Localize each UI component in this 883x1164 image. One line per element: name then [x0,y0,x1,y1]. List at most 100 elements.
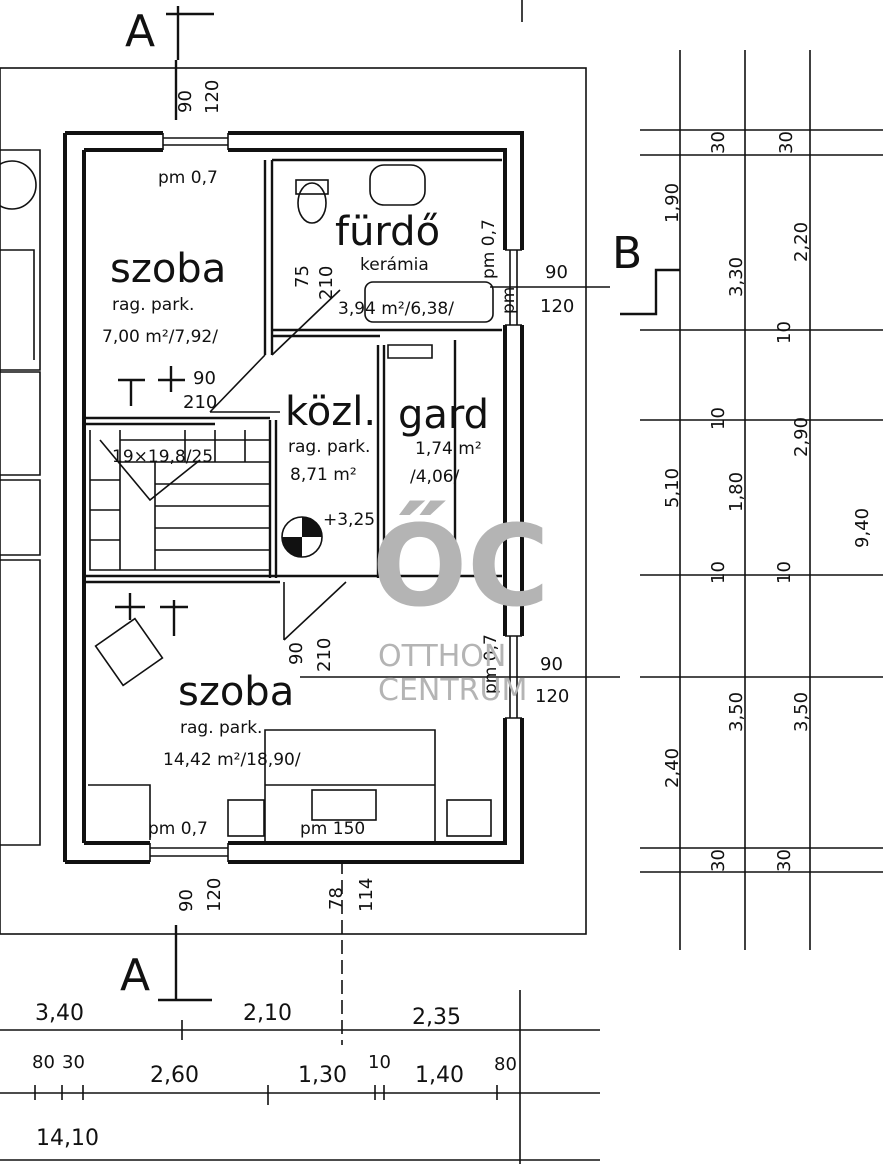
dim-right-total: 9,40 [852,508,873,548]
dim-lines-right [640,50,883,950]
watermark-line2: CENTRUM [378,673,527,708]
dim-b2-4: 10 [368,1052,391,1073]
toilet-icon [297,182,327,224]
dim-b2-3: 1,30 [298,1063,347,1088]
dim-r2-3: 1,80 [726,472,747,512]
window-top [162,133,229,150]
vent-icon [387,344,433,359]
opening-bot-120: 120 [204,878,225,912]
outlet-symbols-room1 [118,366,185,406]
dim-b1-2: 2,35 [412,1005,461,1030]
room2-area: 14,42 m²/18,90/ [163,750,301,770]
dim-b2-0: 80 [32,1052,55,1073]
dim-r3-4: 10 [774,561,795,584]
door-room1-210: 210 [316,266,337,300]
section-mark-a-top: A [125,6,155,57]
bathtub-icon [364,281,494,323]
desk-icon [88,784,151,840]
dim-r2-2: 10 [708,407,729,430]
section-mark-a-bottom: A [120,950,150,1001]
sill-bottom-left: pm 0,7 [148,819,208,839]
sill-bath-vertical: pm [499,287,519,314]
opening-low-210: 210 [314,638,335,672]
bath-area: 3,94 m²/6,38/ [338,299,454,319]
opening-bot-114: 114 [356,878,377,912]
hall-name: közl. [285,389,376,435]
dim-r1-1: 5,10 [662,468,683,508]
sill-bottom-mid: pm 150 [300,819,365,839]
exterior-walls [63,131,524,864]
adjacent-rooms [0,149,41,846]
outlet-symbols-room2 [115,593,188,636]
dim-b1-0: 3,40 [35,1001,84,1026]
opening-hall-90: 90 [193,368,216,389]
dim-b2-2: 2,60 [150,1063,199,1088]
level-marker-fill [282,517,322,557]
window-right [505,635,522,719]
door-swing-hall [209,354,280,413]
room1-floor: rag. park. [112,295,194,315]
dim-r2-4: 10 [708,561,729,584]
opening-bath-120: 120 [540,296,574,317]
opening-bot-90: 90 [176,889,197,912]
room2-name: szoba [178,669,294,715]
dim-r1-2: 2,40 [662,748,683,788]
stairs-dimension: 19×19,8/25 [112,447,213,467]
dim-b1-1: 2,10 [243,1001,292,1026]
section-mark-b: B [612,228,642,279]
dim-b2-1: 30 [62,1052,85,1073]
dim-r2-5: 3,50 [726,692,747,732]
dim-r3-5: 3,50 [791,692,812,732]
adjacent-wc-icon [0,160,37,210]
door-room1-75: 75 [292,265,313,288]
dim-r3-0: 30 [776,131,797,154]
armchair-icon [94,617,164,687]
dim-r1-0: 1,90 [662,183,683,223]
window-bottom [149,843,229,862]
dim-b2-6: 80 [494,1054,517,1075]
opening-bath-90: 90 [545,262,568,283]
wardrobe-name: gard [398,392,489,438]
sill-right: pm 0,7 [481,634,501,694]
wardrobe-area: 1,74 m² [415,439,482,459]
opening-right-90: 90 [540,654,563,675]
dim-r3-3: 2,90 [791,417,812,457]
section-b-arrow [620,268,680,316]
bath-name: fürdő [335,209,440,255]
outline-building [0,67,587,935]
window-bath [505,249,522,326]
dim-r2-6: 30 [708,849,729,872]
opening-top-120: 120 [202,80,223,114]
dim-bottom-total: 14,10 [36,1126,99,1151]
sill-bath-right: pm 0,7 [479,219,499,279]
staircase [89,430,271,571]
sink-icon [369,164,426,206]
dim-r3-1: 2,20 [791,222,812,262]
door-swing-room2 [283,581,347,641]
bed-icon [227,729,492,844]
dim-b2-5: 1,40 [415,1063,464,1088]
room2-floor: rag. park. [180,718,262,738]
opening-hall-210: 210 [183,392,217,413]
opening-top-90: 90 [175,90,196,113]
section-a-top-arrow [166,6,214,60]
watermark-logo: ŐC [372,501,549,632]
dim-lines-bottom [0,990,600,1164]
room1-name: szoba [110,246,226,292]
room1-area: 7,00 m²/7,92/ [102,327,218,347]
dim-r3-6: 30 [774,849,795,872]
sill-top-left: pm 0,7 [158,168,218,188]
hall-floor: rag. park. [288,437,370,457]
toilet-tank-icon [295,179,329,195]
dim-r2-1: 3,30 [726,257,747,297]
dim-r2-0: 30 [708,131,729,154]
hall-area: 8,71 m² [290,465,357,485]
exterior-walls-inner [82,148,507,845]
door-swing-room1 [271,289,341,356]
level-value: +3,25 [323,510,375,530]
watermark-line1: OTTHON [378,639,506,674]
wardrobe-area2: /4,06/ [410,467,460,487]
opening-right-120: 120 [535,686,569,707]
bath-floor: kerámia [360,255,429,275]
